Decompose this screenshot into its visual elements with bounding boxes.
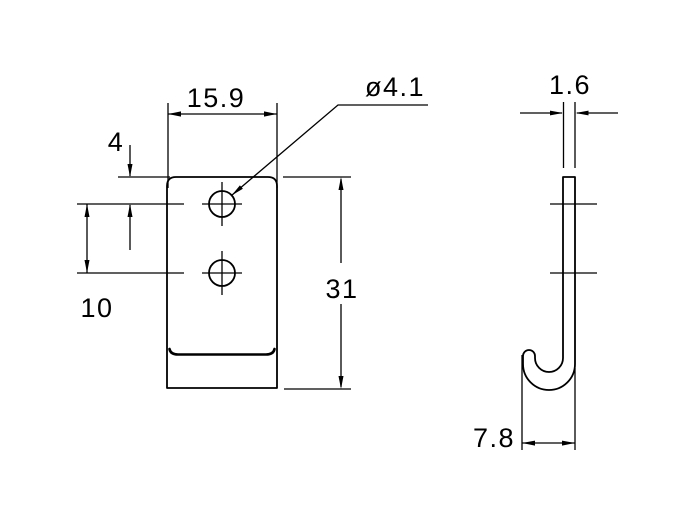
leader-line: [231, 104, 428, 196]
dim-label-hole-diameter: ø4.1: [365, 72, 425, 102]
leader-arrowhead: [231, 185, 243, 196]
dim-hole-spacing: 10: [77, 203, 184, 323]
arrowhead-right: [562, 440, 575, 446]
arrowhead-up: [127, 204, 133, 217]
dim-hole-diameter: ø4.1: [231, 72, 428, 196]
arrowhead-right: [264, 111, 277, 117]
arrowhead-up: [84, 204, 90, 217]
dim-label-hook-depth: 7.8: [473, 423, 515, 453]
arrowhead-left: [575, 110, 589, 116]
bend-tangent-line: [168, 347, 276, 356]
dim-hole-top-offset: 4: [108, 127, 170, 250]
dim-plate-width: 15.9: [167, 83, 278, 188]
dim-label-hole-top-offset: 4: [108, 127, 125, 157]
dim-hook-depth: 7.8: [473, 355, 576, 453]
arrowhead-down: [84, 260, 90, 273]
dim-plate-height: 31: [283, 176, 358, 390]
side-view: [522, 176, 597, 391]
arrowhead-left: [168, 111, 181, 117]
dim-label-plate-width: 15.9: [187, 83, 246, 113]
dim-label-material-thickness: 1.6: [549, 70, 591, 100]
dim-label-hole-spacing: 10: [80, 293, 113, 323]
arrowhead-down: [338, 376, 344, 389]
arrowhead-down: [127, 164, 133, 177]
arrowhead-up: [338, 177, 344, 190]
arrowhead-left: [522, 440, 535, 446]
dim-label-plate-height: 31: [325, 274, 358, 304]
dim-material-thickness: 1.6: [520, 70, 618, 168]
side-view-j-hook-profile: [522, 176, 576, 391]
arrowhead-right: [550, 110, 563, 116]
front-view: [166, 176, 278, 389]
